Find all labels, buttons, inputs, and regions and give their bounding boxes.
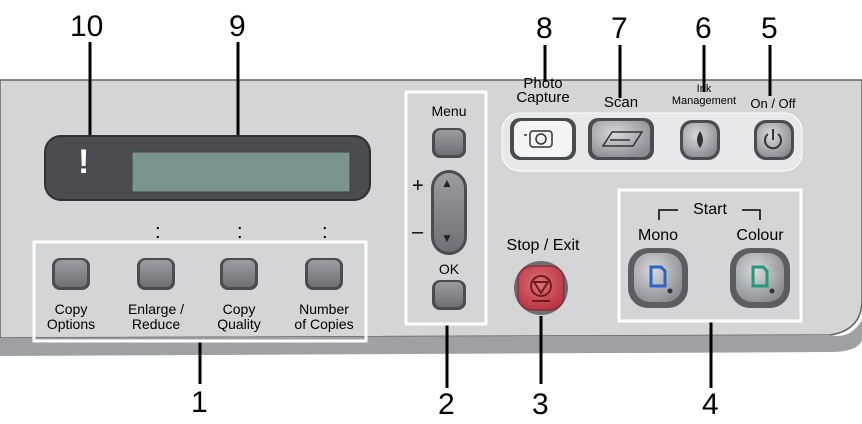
callout-leaders xyxy=(88,42,772,388)
colour-copy-icon xyxy=(751,265,769,288)
key-separators: : : : xyxy=(155,221,328,243)
svg-text::: : xyxy=(322,221,328,243)
callout-3: 3 xyxy=(532,388,549,421)
svg-text::: : xyxy=(237,221,243,243)
mono-start-label: Mono xyxy=(637,227,679,244)
power-icon xyxy=(764,129,782,150)
scan-label: Scan xyxy=(603,94,639,111)
menu-keys-frame xyxy=(404,90,488,326)
on-off-label: On / Off xyxy=(750,96,796,111)
ink-drop-icon xyxy=(697,131,703,148)
copy-buttons xyxy=(52,258,343,290)
callout-6: 6 xyxy=(695,12,712,45)
svg-text::: : xyxy=(155,221,161,243)
enlarge-reduce-label: Enlarge /Reduce xyxy=(127,301,185,332)
start-bracket xyxy=(658,209,761,220)
callout-1: 1 xyxy=(191,386,208,419)
panel-front-edge xyxy=(0,320,862,356)
callout-10: 10 xyxy=(70,10,104,43)
minus-label: – xyxy=(412,221,424,243)
colour-start-label: Colour xyxy=(736,227,784,244)
plus-label: + xyxy=(412,175,424,197)
down-arrow-icon: ▼ xyxy=(441,231,453,245)
copy-keys-frame xyxy=(32,240,368,343)
callout-7: 7 xyxy=(611,12,628,45)
start-keys-frame xyxy=(617,188,803,323)
callout-9: 9 xyxy=(229,10,246,43)
callout-8: 8 xyxy=(536,12,553,45)
lcd-screen xyxy=(131,151,351,193)
menu-label: Menu xyxy=(431,103,467,119)
warning-led-icon: ! xyxy=(78,143,90,181)
start-label: Start xyxy=(693,201,727,218)
up-arrow-icon: ▲ xyxy=(441,176,453,190)
stop-exit-label: Stop / Exit xyxy=(506,237,580,254)
photo-capture-icon xyxy=(524,130,553,148)
callout-5: 5 xyxy=(761,12,778,45)
ok-label: OK xyxy=(438,261,460,277)
callout-4: 4 xyxy=(702,388,719,421)
mono-copy-icon xyxy=(649,265,667,288)
callout-2: 2 xyxy=(438,388,455,421)
scan-icon xyxy=(601,131,644,147)
